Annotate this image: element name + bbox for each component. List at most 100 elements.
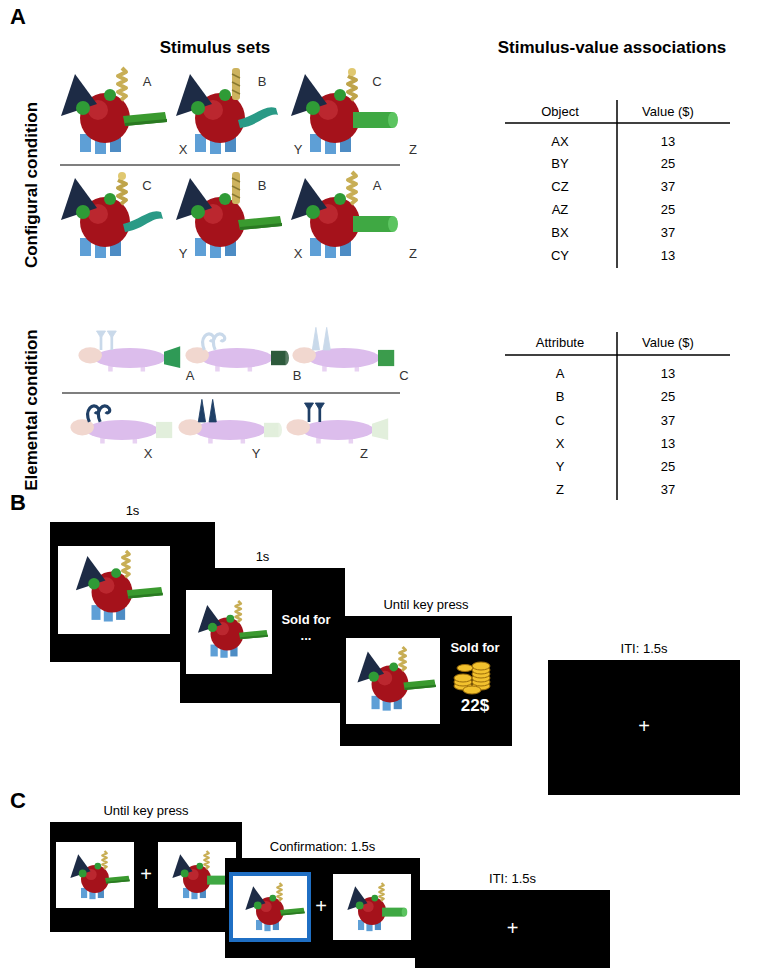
section-heading: Stimulus sets <box>160 38 271 58</box>
timing-label: Confirmation: 1.5s <box>270 839 376 855</box>
elemental-creatures <box>71 406 173 444</box>
configural-objects <box>291 68 398 154</box>
configural-objects <box>232 68 240 100</box>
object-part <box>204 851 208 869</box>
elemental-creatures <box>179 399 283 443</box>
elemental-creatures <box>198 399 216 422</box>
elemental-creatures <box>164 346 180 368</box>
table-header: Object <box>541 105 579 120</box>
table-cell: 25 <box>661 203 675 218</box>
elemental-creatures <box>378 350 394 366</box>
attribute-letter: Z <box>360 447 368 462</box>
object-part <box>239 630 268 639</box>
image-frame <box>186 590 272 674</box>
panel-letter: C <box>10 788 26 813</box>
object-part <box>280 908 305 916</box>
attribute-letter: X <box>144 447 153 462</box>
attribute-letter: Z <box>409 247 417 262</box>
screen-picture <box>340 616 512 746</box>
configural-objects <box>118 68 126 100</box>
screen-panel: 1sSold for ... <box>180 568 345 703</box>
table-cell: AX <box>551 135 568 150</box>
condition-label: Configural condition <box>22 102 42 268</box>
table-cell: CZ <box>551 180 568 195</box>
object-part <box>382 908 407 917</box>
configural-objects <box>232 172 240 204</box>
table-cell: 25 <box>661 460 675 475</box>
table-header: Attribute <box>536 336 584 351</box>
configural-objects <box>353 216 398 232</box>
screen-panel: ITI: 1.5s+ <box>415 890 610 968</box>
object-figure <box>172 851 232 899</box>
separator-line <box>62 392 400 394</box>
configural-objects <box>238 107 278 128</box>
elemental-creatures <box>97 331 117 350</box>
image-frame <box>58 546 170 634</box>
screen-text: + <box>134 862 158 886</box>
attribute-letter: B <box>258 179 267 194</box>
object-part <box>400 647 406 671</box>
screen-text: Sold for ... <box>277 612 335 643</box>
object-part <box>123 551 130 577</box>
section-heading: Stimulus-value associations <box>498 38 727 58</box>
configural-objects <box>176 68 278 154</box>
object-part <box>236 601 241 622</box>
attribute-letter: C <box>399 369 408 384</box>
table-cell: X <box>556 437 565 452</box>
elemental-creatures <box>203 334 225 350</box>
elemental-creatures <box>88 406 110 422</box>
elemental-creatures <box>287 419 374 443</box>
configural-objects <box>118 172 126 204</box>
coin-stack <box>454 662 490 694</box>
table-cell: 37 <box>661 180 675 195</box>
screen-panel: ITI: 1.5s+ <box>548 660 740 795</box>
panel-letter: A <box>10 4 26 29</box>
object-part <box>102 851 106 869</box>
object-figure <box>347 883 407 931</box>
attribute-letter: Y <box>252 447 261 462</box>
image-frame <box>56 842 134 908</box>
elemental-creatures <box>62 327 400 443</box>
table-cell: AZ <box>552 203 569 218</box>
object-figure <box>357 647 435 711</box>
object-figure <box>198 601 268 658</box>
attribute-letter: X <box>294 247 303 262</box>
object-part <box>105 876 130 884</box>
configural-objects <box>61 172 163 258</box>
configural-objects <box>176 172 282 258</box>
table-cell: 37 <box>661 483 675 498</box>
screen-text: 22$ <box>444 696 506 716</box>
table-cell: 13 <box>661 135 675 150</box>
timing-label: ITI: 1.5s <box>621 641 668 657</box>
configural-objects <box>353 112 398 128</box>
elemental-creatures <box>293 347 380 371</box>
timing-label: Until key press <box>103 803 188 819</box>
table-cell: C <box>555 414 564 429</box>
table-cell: Y <box>556 460 565 475</box>
configural-objects <box>123 112 167 126</box>
configural-objects <box>238 216 282 230</box>
object-figure <box>76 551 163 622</box>
object-figure <box>245 883 304 931</box>
configural-objects <box>348 68 356 100</box>
table-header: Value ($) <box>642 105 694 120</box>
elemental-creatures <box>179 419 266 443</box>
object-part <box>127 587 163 598</box>
table-cell: 25 <box>661 390 675 405</box>
table-cell: A <box>556 367 565 382</box>
attribute-letter: A <box>186 369 195 384</box>
elemental-creatures <box>186 334 290 372</box>
table-cell: BX <box>551 226 568 241</box>
elemental-creatures <box>271 351 289 365</box>
elemental-creatures <box>312 327 330 350</box>
timing-label: 1s <box>126 503 140 519</box>
screen-text: + <box>548 714 740 738</box>
object-part <box>379 883 383 901</box>
selected-image <box>231 874 309 940</box>
image-frame <box>333 874 411 940</box>
object-part <box>277 883 281 901</box>
table-cell: 13 <box>661 367 675 382</box>
attribute-letter: A <box>373 179 382 194</box>
attribute-letter: X <box>179 143 188 158</box>
panel-letter: B <box>10 490 26 515</box>
